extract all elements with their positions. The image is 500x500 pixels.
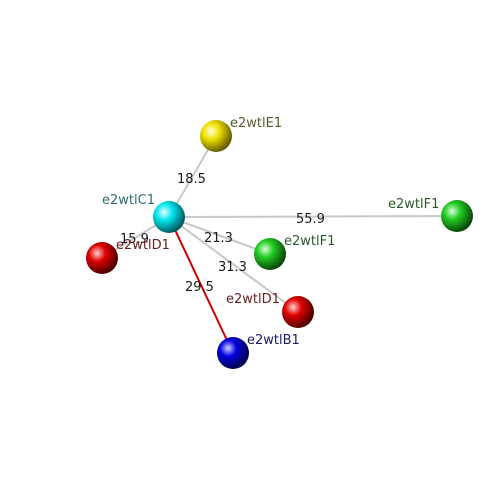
node-f1-near-sphere[interactable] [254,238,286,270]
node-d1-left-sphere[interactable] [86,242,118,274]
edge-c1-f1-far [168,215,458,218]
node-f1-far-sphere[interactable] [441,200,473,232]
distance-label-f1-far: 55.9 [296,212,325,227]
node-c1-sphere[interactable] [153,201,185,233]
edge-c1-f1-near [168,216,271,255]
node-labels: e2wtlE1 e2wtlC1 e2wtlF1 e2wtlF1 e2wtlD1 … [102,116,439,348]
distance-label-d1-left: 15.9 [120,232,149,247]
edge-c1-d1-right [168,216,299,313]
node-b1-sphere[interactable] [217,337,249,369]
node-label-d1-right: e2wtlD1 [226,292,280,307]
distance-label-d1-right: 31.3 [218,260,247,275]
node-d1-right-sphere[interactable] [282,296,314,328]
node-label-b1: e2wtlB1 [247,333,300,348]
node-label-f1-far: e2wtlF1 [388,197,439,212]
node-label-d1-left: e2wtlD1 [116,238,170,253]
node-e1-sphere[interactable] [200,120,232,152]
distance-label-e1: 18.5 [177,172,206,187]
node-label-c1: e2wtlC1 [102,193,155,208]
node-label-e1: e2wtlE1 [230,116,282,131]
distance-label-b1: 29.5 [185,280,214,295]
distance-labels: 18.5 55.9 21.3 15.9 31.3 29.5 [120,172,325,295]
node-label-f1-near: e2wtlF1 [284,234,335,249]
nodes [86,120,473,369]
edge-c1-b1 [168,216,234,354]
distance-label-f1-near: 21.3 [204,231,233,246]
